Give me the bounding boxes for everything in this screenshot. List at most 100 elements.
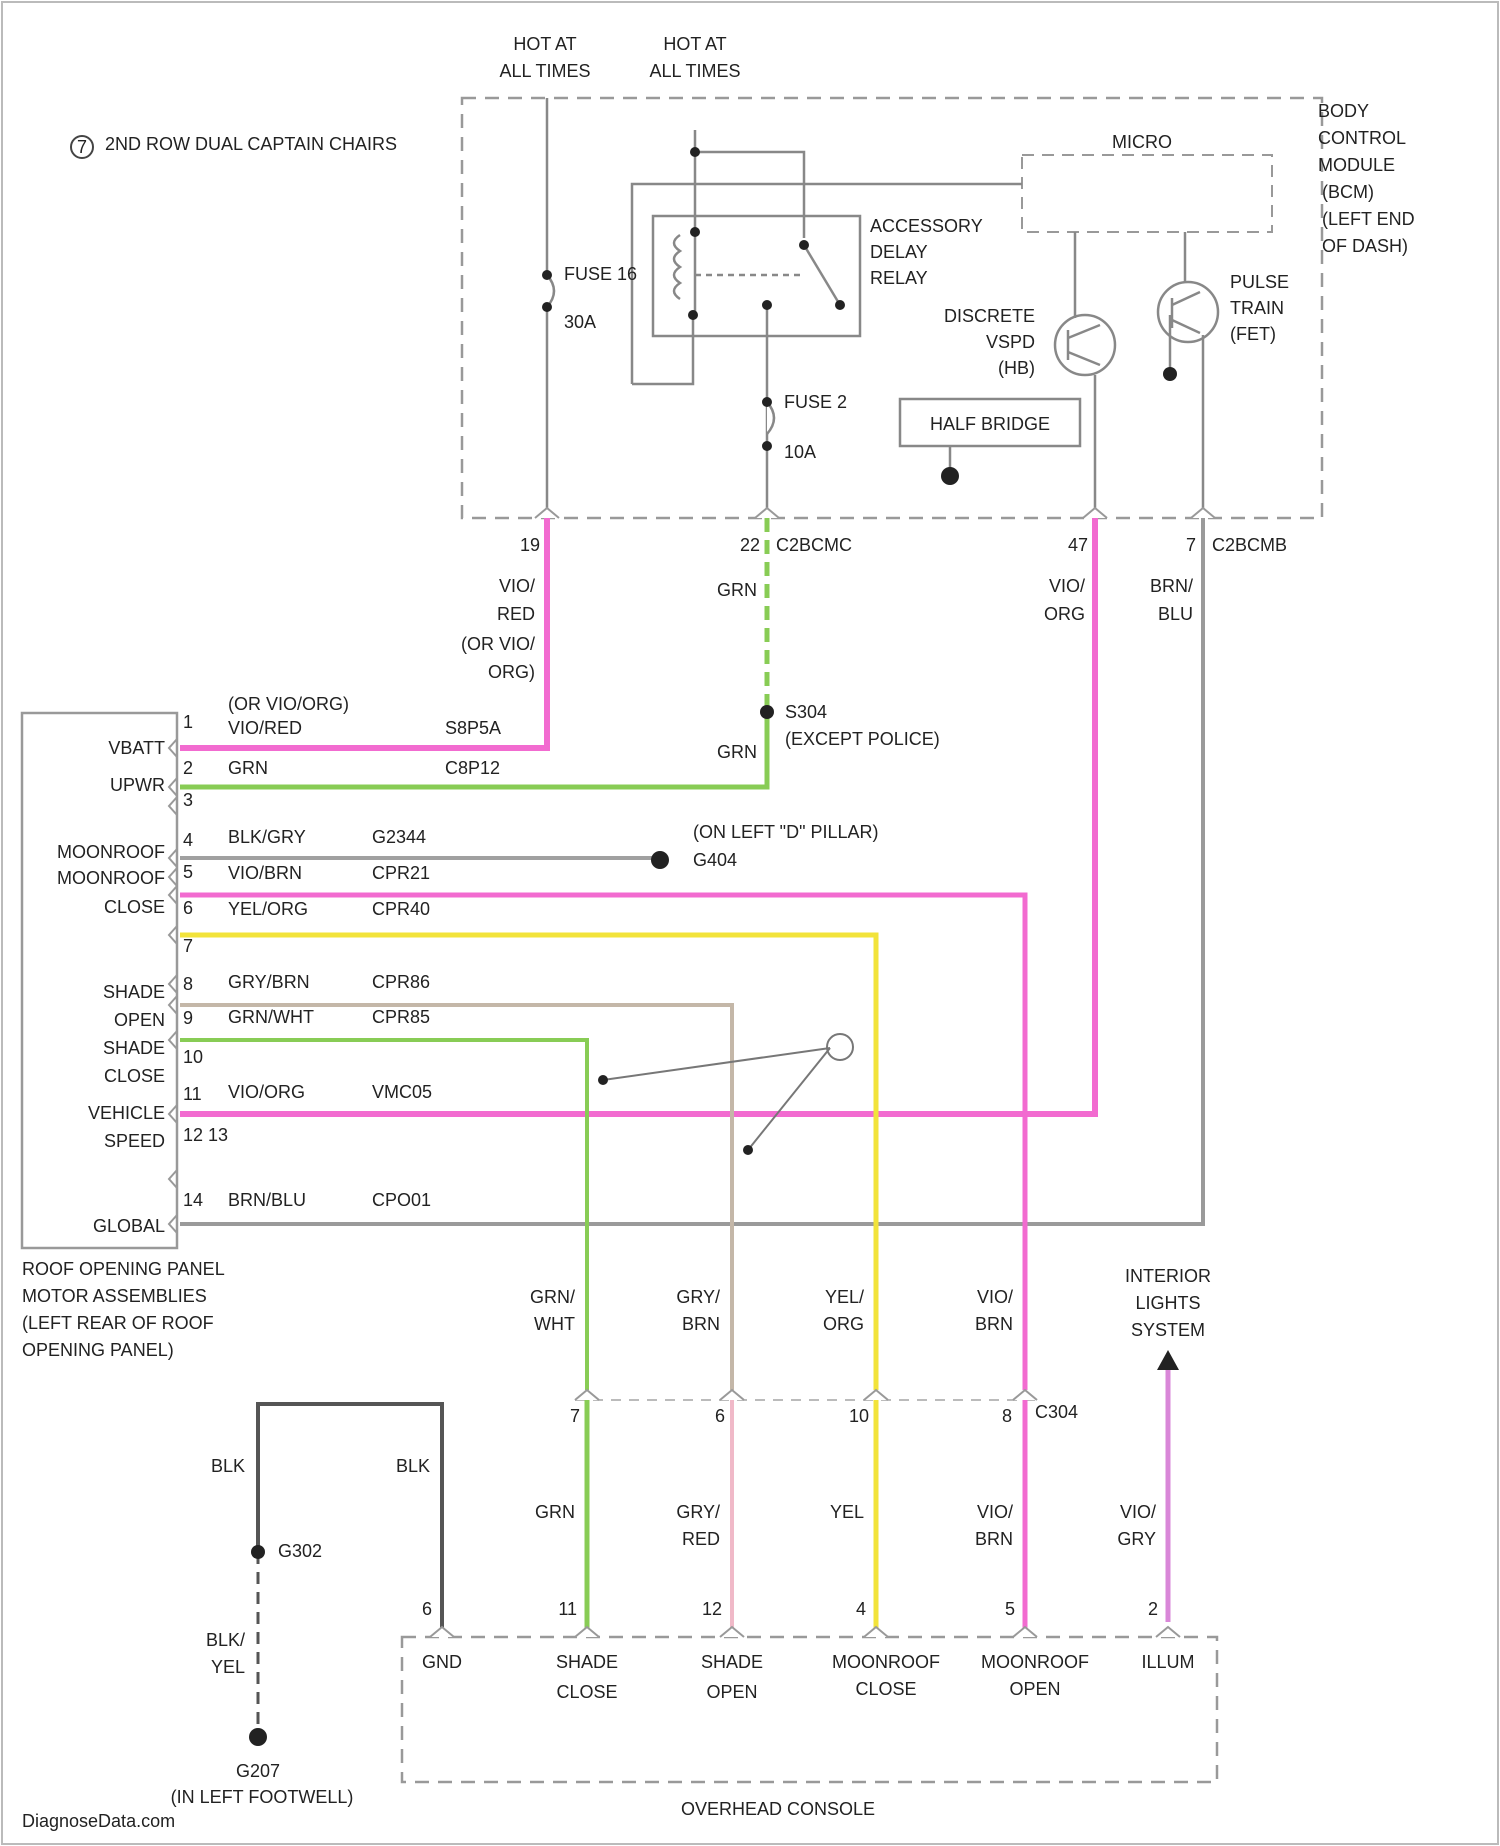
wire-label-vio-brn-lower: BRN [975,1529,1013,1549]
pin-chevron [720,1390,744,1400]
pulse-ground-dot [1163,367,1177,381]
fuse-2-node [762,441,772,451]
motor-wire-color: VIO/ORG [228,1082,305,1102]
motor-label-close: CLOSE [104,1066,165,1086]
motor-caption: OPENING PANEL) [22,1340,174,1360]
wire-label-gry-brn: GRY/ [676,1287,720,1307]
wire-label-vio-gry: VIO/ [1120,1502,1156,1522]
site-footer: DiagnoseData.com [22,1811,175,1831]
console-pin-number: 2 [1148,1599,1158,1619]
bcm-title-line: (LEFT END [1322,209,1415,229]
wire-label-vio-brn: VIO/ [977,1287,1013,1307]
motor-wire-color: YEL/ORG [228,899,308,919]
wire-label-blk-yel: YEL [211,1657,245,1677]
motor-pin-number: 8 [183,974,193,994]
motor-wire-circuit: S8P5A [445,718,501,738]
relay-node [688,310,698,320]
wire-vehicle-speed-pink [180,518,1095,1114]
bcm-conn-c2bcmb: C2BCMB [1212,535,1287,555]
motor-wire-color: VIO/BRN [228,863,302,883]
wire-label-vio-brn-lower: VIO/ [977,1502,1013,1522]
console-label-illum: ILLUM [1141,1652,1194,1672]
pulse-label: TRAIN [1230,298,1284,318]
motor-wire-circuit: CPR85 [372,1007,430,1027]
overhead-console-box [402,1637,1217,1782]
motor-wire-circuit: CPR21 [372,863,430,883]
motor-pin-number: 1 [183,712,193,732]
bcm-title-line: OF DASH) [1322,236,1408,256]
interior-lights-label: SYSTEM [1131,1320,1205,1340]
fuse-16-label: FUSE 16 [564,264,637,284]
motor-pin-number: 10 [183,1047,203,1067]
motor-pin-number: 12 13 [183,1125,228,1145]
wire-label-brn-blu: BRN/ [1150,576,1193,596]
ground-g302-label: G302 [278,1541,322,1561]
motor-wire-circuit: CPR86 [372,972,430,992]
wire-label-vio-org: ORG [1044,604,1085,624]
c304-pin-number: 10 [849,1406,869,1426]
wire-label-yel-org: ORG [823,1314,864,1334]
motor-label-vbatt: VBATT [108,738,165,758]
vspd-circle [1055,315,1115,375]
bcm-title-line: BODY [1318,101,1369,121]
motor-caption: ROOF OPENING PANEL [22,1259,225,1279]
motor-label-vehicle: VEHICLE [88,1103,165,1123]
pin-chevron [430,1627,454,1637]
pulse-label: PULSE [1230,272,1289,292]
console-title: OVERHEAD CONSOLE [681,1799,875,1819]
option-link-dot [598,1075,608,1085]
note-marker-number: 7 [77,137,87,157]
pulse-collector [1172,292,1200,305]
motor-wire-labels: (OR VIO/ORG) VIO/RED S8P5A GRN C8P12 BLK… [228,694,501,1210]
discrete-vspd-transistor [1055,232,1115,518]
wire-label-yel-org: YEL/ [825,1287,864,1307]
micro-box [1022,155,1272,232]
fuse-2-rating: 10A [784,442,816,462]
ground-g207-label: G207 [236,1761,280,1781]
motor-pin-number: 4 [183,830,193,850]
console-label-moonroof-open: MOONROOF [981,1652,1089,1672]
note-text: 2ND ROW DUAL CAPTAIN CHAIRS [105,134,397,154]
bcm-conn-c2bcmc: C2BCMC [776,535,852,555]
hot-at-all-times-1b: ALL TIMES [499,61,590,81]
micro-label: MICRO [1112,132,1172,152]
hot-at-all-times-2b: ALL TIMES [649,61,740,81]
fuse-16-node [542,270,552,280]
relay-label: DELAY [870,242,928,262]
motor-wire-circuit: C8P12 [445,758,500,778]
wire-label-grn: GRN [717,580,757,600]
relay-label: ACCESSORY [870,216,983,236]
pin-chevron [864,1627,888,1637]
bcm-pin-19: 19 [520,535,540,555]
bcm-pin-22: 22 [740,535,760,555]
relay-node [690,227,700,237]
pin-chevron [1013,1627,1037,1637]
motor-label-moonroof: MOONROOF [57,868,165,888]
relay-return-loop [632,315,693,384]
hot-at-all-times-2: HOT AT [663,34,726,54]
motor-label-global: GLOBAL [93,1216,165,1236]
bcm-pin-47: 47 [1068,535,1088,555]
relay-box [653,216,860,336]
motor-caption: MOTOR ASSEMBLIES [22,1286,207,1306]
pin-chevron [864,1390,888,1400]
relay-node [799,240,809,250]
console-pin-number: 12 [702,1599,722,1619]
relay-node [690,147,700,157]
half-bridge-ground-dot [941,467,959,485]
motor-wire-color: GRY/BRN [228,972,310,992]
pin-chevron [575,1627,599,1637]
wire-label-grn-lower: GRN [535,1502,575,1522]
console-pin-chevrons [430,1627,1180,1637]
motor-wire-color: BLK/GRY [228,827,306,847]
option-link-lines [603,1034,853,1150]
wire-label-vio-red: VIO/ [499,576,535,596]
motor-caption: (LEFT REAR OF ROOF [22,1313,214,1333]
pin-chevron [1156,1627,1180,1637]
relay-label: RELAY [870,268,928,288]
wire-label-blk: BLK [396,1456,430,1476]
relay-nodes [688,147,845,320]
fuse-2-label: FUSE 2 [784,392,847,412]
motor-wire-color: VIO/RED [228,718,302,738]
